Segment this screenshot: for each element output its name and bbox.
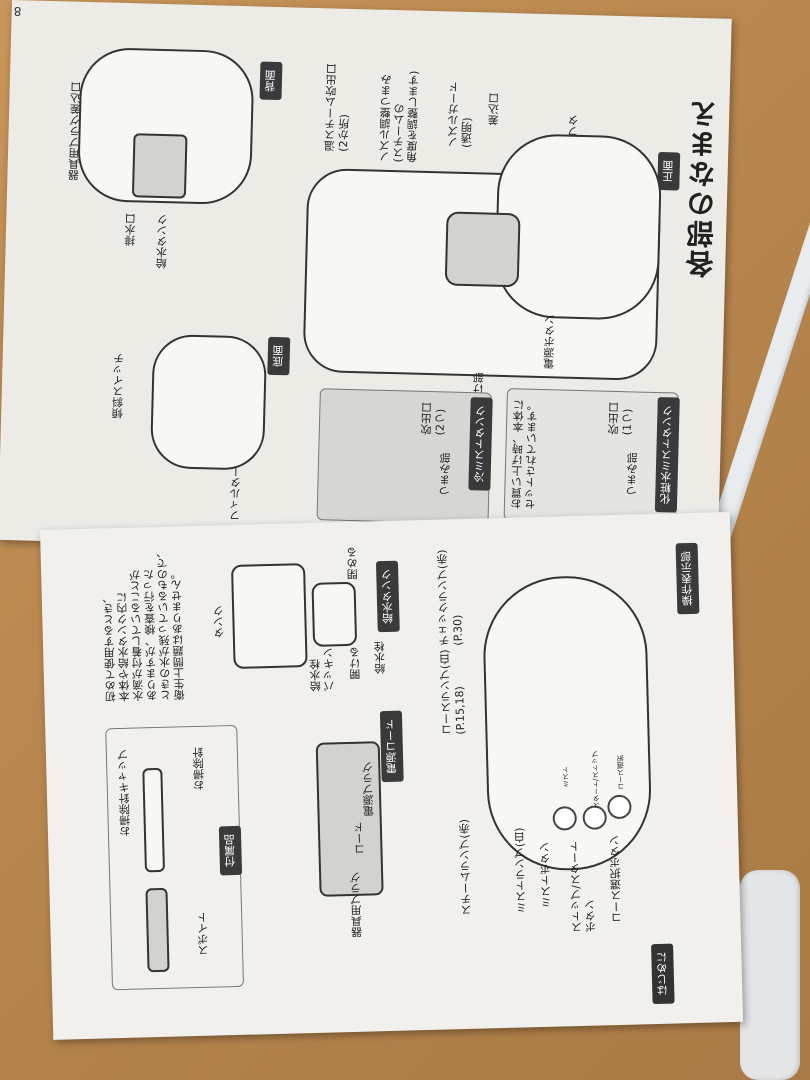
label-power-button: 電源ボタン bbox=[542, 314, 557, 370]
cold-knob-label: つまみ部 bbox=[438, 452, 453, 497]
cosmetic-knob-label: つまみ部 bbox=[625, 452, 640, 497]
label-lid: フタ bbox=[566, 114, 581, 137]
bottom-device-illustration bbox=[149, 333, 268, 471]
label-course-lamp: コースランプ(白) (P.15,18) bbox=[438, 649, 468, 736]
page-number: 8 bbox=[13, 4, 22, 19]
panel-small-course: コース選択 bbox=[616, 754, 626, 790]
label-mist-button: ミストボタン bbox=[538, 841, 554, 909]
label-socket: 器具用プラグ差込口 bbox=[67, 81, 83, 181]
label-drain: 排水口 bbox=[123, 213, 138, 247]
tank-illustration bbox=[131, 133, 188, 199]
cosmetic-mist-box: 化粧水ミストタンク つまみ部 吹出口 (1つ) お買い上げ時、本体に セットされ… bbox=[503, 388, 680, 525]
label-cord: コード bbox=[352, 821, 367, 855]
cold-mist-title: 冷ミストタンク bbox=[468, 397, 493, 491]
cosmetic-outlet-label: 吹出口 (1つ) bbox=[606, 401, 635, 436]
manual-page-8: 8 各部のなまえ 正面 背面 底面 フタ 差込口 ノズルガード (透明) ノズル… bbox=[0, 0, 732, 559]
side-tab: はじめに bbox=[651, 943, 675, 1005]
label-appliance-plug: 器具用プラグ bbox=[349, 871, 364, 939]
water-tank-illustration bbox=[230, 563, 308, 669]
cold-outlet-label: 吹出口 (2つ) bbox=[419, 401, 448, 436]
label-mist-lamp: ミストランプ(白) bbox=[512, 827, 529, 914]
accessories-box: 付属品 お掃除針 スポイト お掃除針キャップ bbox=[105, 724, 245, 991]
label-steam-lamp: スチームランプ(赤) bbox=[457, 818, 474, 916]
label-packing: 給水栓 パッキン bbox=[308, 647, 337, 693]
panel-small-mist: ミスト bbox=[561, 766, 570, 788]
page-title: 各部のなまえ bbox=[683, 97, 722, 279]
label-tank: 給水タンク bbox=[155, 213, 170, 270]
label-filter: フィルター bbox=[228, 465, 243, 522]
label-tank-body: タンク bbox=[212, 605, 226, 639]
cord-tag: 電源コード bbox=[379, 710, 404, 783]
label-open: 開ける bbox=[348, 646, 363, 680]
cold-mist-box: 冷ミストタンク つまみ部 吹出口 (2つ) bbox=[316, 388, 493, 525]
label-course-select: コース選択ボタン bbox=[608, 834, 624, 924]
label-check-lamp: チェックランプ(赤) (P.30) bbox=[435, 549, 465, 647]
tank-cap-illustration bbox=[311, 581, 358, 647]
label-filler: 差込口 bbox=[486, 92, 501, 126]
nozzle-illustration bbox=[444, 211, 521, 288]
label-cleaner: お掃除針 bbox=[191, 746, 206, 792]
bottom-tag: 底面 bbox=[267, 336, 291, 376]
cosmetic-mist-title: 化粧水ミストタンク bbox=[654, 397, 680, 513]
tank-tag: 給水タンク bbox=[375, 560, 400, 633]
label-dropper: スポイト bbox=[196, 911, 211, 957]
front-tag: 正面 bbox=[657, 151, 681, 191]
label-plug: 電源プラグ bbox=[361, 761, 376, 817]
dropper-illustration bbox=[145, 887, 170, 973]
label-stop-start: ストップ/スタート ボタン bbox=[568, 840, 598, 933]
plug-body bbox=[740, 870, 800, 1080]
label-nozzle-guard: ノズルガード (透明) bbox=[446, 81, 474, 149]
label-warm-outlet: 温スチーム吹出口 (2か所) bbox=[323, 63, 351, 152]
tank-note: 初めて使用するとき、 本体や給水タンク内に 水滴が付着していることが ありますが… bbox=[101, 546, 187, 703]
label-cleaner-cap: お掃除針キャップ bbox=[116, 748, 133, 838]
label-cap: 給水栓 bbox=[373, 640, 387, 675]
label-nozzle-knob: ノズル調整つまみ (スチームの 角度を調整します) bbox=[377, 70, 421, 163]
label-close: 閉める bbox=[345, 546, 360, 580]
cosmetic-note: お買い上げ時、本体に セットされています。 bbox=[509, 399, 540, 510]
accessories-tag: 付属品 bbox=[218, 825, 243, 876]
back-tag: 背面 bbox=[259, 61, 283, 101]
cleaner-illustration bbox=[142, 767, 165, 873]
manual-page-9: 9 はじめに 操作表示部 コース選択ボタン ストップ/スタート ボタン ミストボ… bbox=[40, 511, 744, 1040]
panel-tag: 操作表示部 bbox=[675, 542, 700, 615]
label-tilt-switch: 傾斜スイッチ bbox=[111, 352, 126, 420]
panel-small-startstop: スタート/ストップ bbox=[590, 750, 601, 809]
